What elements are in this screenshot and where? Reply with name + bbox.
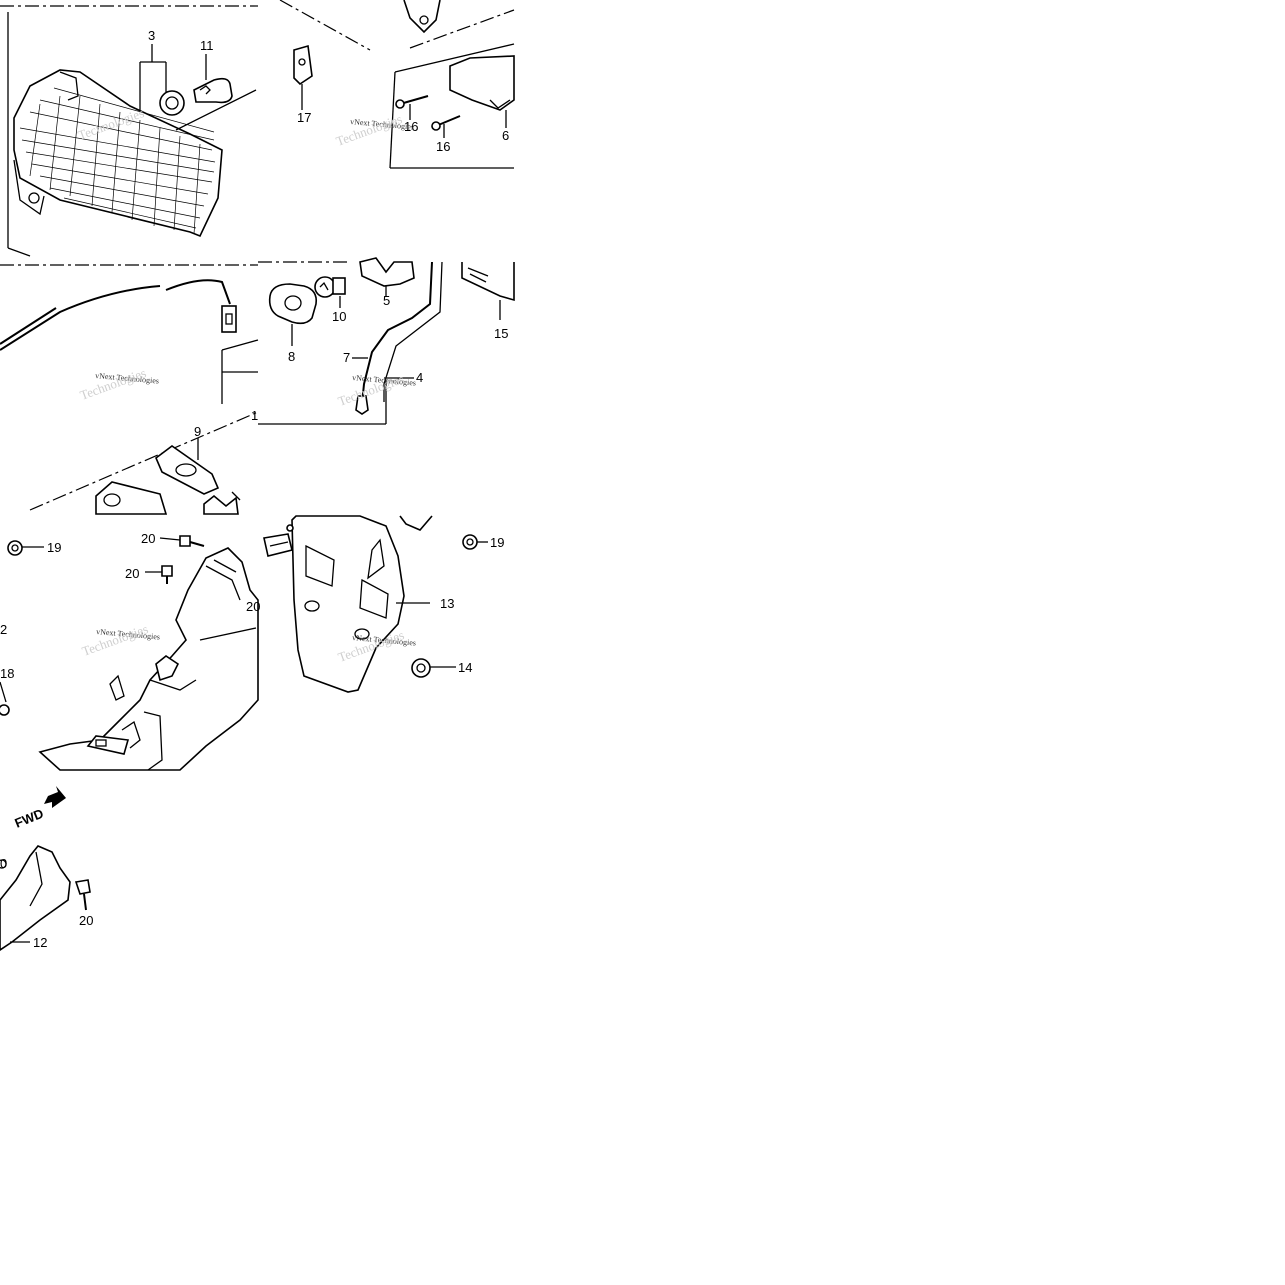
callout-0: 0 (0, 856, 7, 871)
bulb-icon (193, 77, 233, 104)
bolt-icon (74, 879, 91, 895)
tile-rear-fender (0, 535, 259, 771)
tile-taillight (0, 5, 258, 257)
socket-wire (361, 261, 433, 405)
wire-harness (0, 285, 161, 351)
callout-20d: 20 (79, 913, 93, 928)
watermark-faint: Technologies (80, 621, 150, 659)
fender-body (38, 547, 259, 771)
fwd-arrow-icon (44, 786, 66, 808)
callout-19: 19 (47, 540, 61, 555)
bolt-icon (161, 565, 173, 577)
callout-14: 14 (458, 660, 472, 675)
callout-19b: 19 (490, 535, 504, 550)
nut-icon (462, 534, 478, 550)
license-bracket (291, 515, 405, 693)
callout-17: 17 (297, 110, 311, 125)
washer-part (268, 283, 318, 325)
callout-8: 8 (288, 349, 295, 364)
callout-20: 20 (141, 531, 155, 546)
callout-1: 1 (251, 408, 258, 423)
callout-18: 18 (0, 666, 14, 681)
fwd-label: FWD (13, 806, 46, 831)
lens-grid (19, 87, 216, 235)
tile-frame-piece (0, 786, 91, 951)
tile-license-light (279, 0, 515, 169)
nut-icon (411, 658, 431, 678)
callout-10: 10 (332, 309, 346, 324)
callout-16: 16 (404, 119, 418, 134)
callout-16b: 16 (436, 139, 450, 154)
gasket-part (155, 445, 220, 495)
callout-11: 11 (200, 38, 214, 53)
callout-20c: 20 (246, 599, 260, 614)
nut-icon (0, 704, 10, 716)
watermark-faint: Technologies (78, 365, 148, 403)
callout-5: 5 (383, 293, 390, 308)
callout-15: 15 (494, 326, 508, 341)
tile-license-bracket (263, 515, 488, 693)
callout-6: 6 (502, 128, 509, 143)
callout-4: 4 (416, 370, 423, 385)
socket-seal (159, 90, 185, 116)
socket-part (359, 257, 415, 287)
bolt-icon (179, 535, 191, 547)
bulb-icon (314, 276, 336, 298)
terminal-icon (355, 395, 369, 415)
watermark-faint: Technologies (334, 111, 404, 149)
callout-13: 13 (440, 596, 454, 611)
callout-2: 2 (0, 622, 7, 637)
callout-9: 9 (194, 424, 201, 439)
nut-icon (7, 540, 23, 556)
callout-20b: 20 (125, 566, 139, 581)
connector-icon (221, 305, 237, 333)
callout-3: 3 (148, 28, 155, 43)
taillight-lens (13, 69, 223, 238)
license-light-housing (449, 55, 515, 111)
callout-7: 7 (343, 350, 350, 365)
tile-harness (0, 264, 259, 515)
callout-labels: 3 11 17 16 16 6 9 8 10 5 7 4 15 19 20 20… (0, 28, 509, 950)
callout-12: 12 (33, 935, 47, 950)
screw-icon (399, 95, 429, 105)
tile-socket (258, 257, 515, 425)
